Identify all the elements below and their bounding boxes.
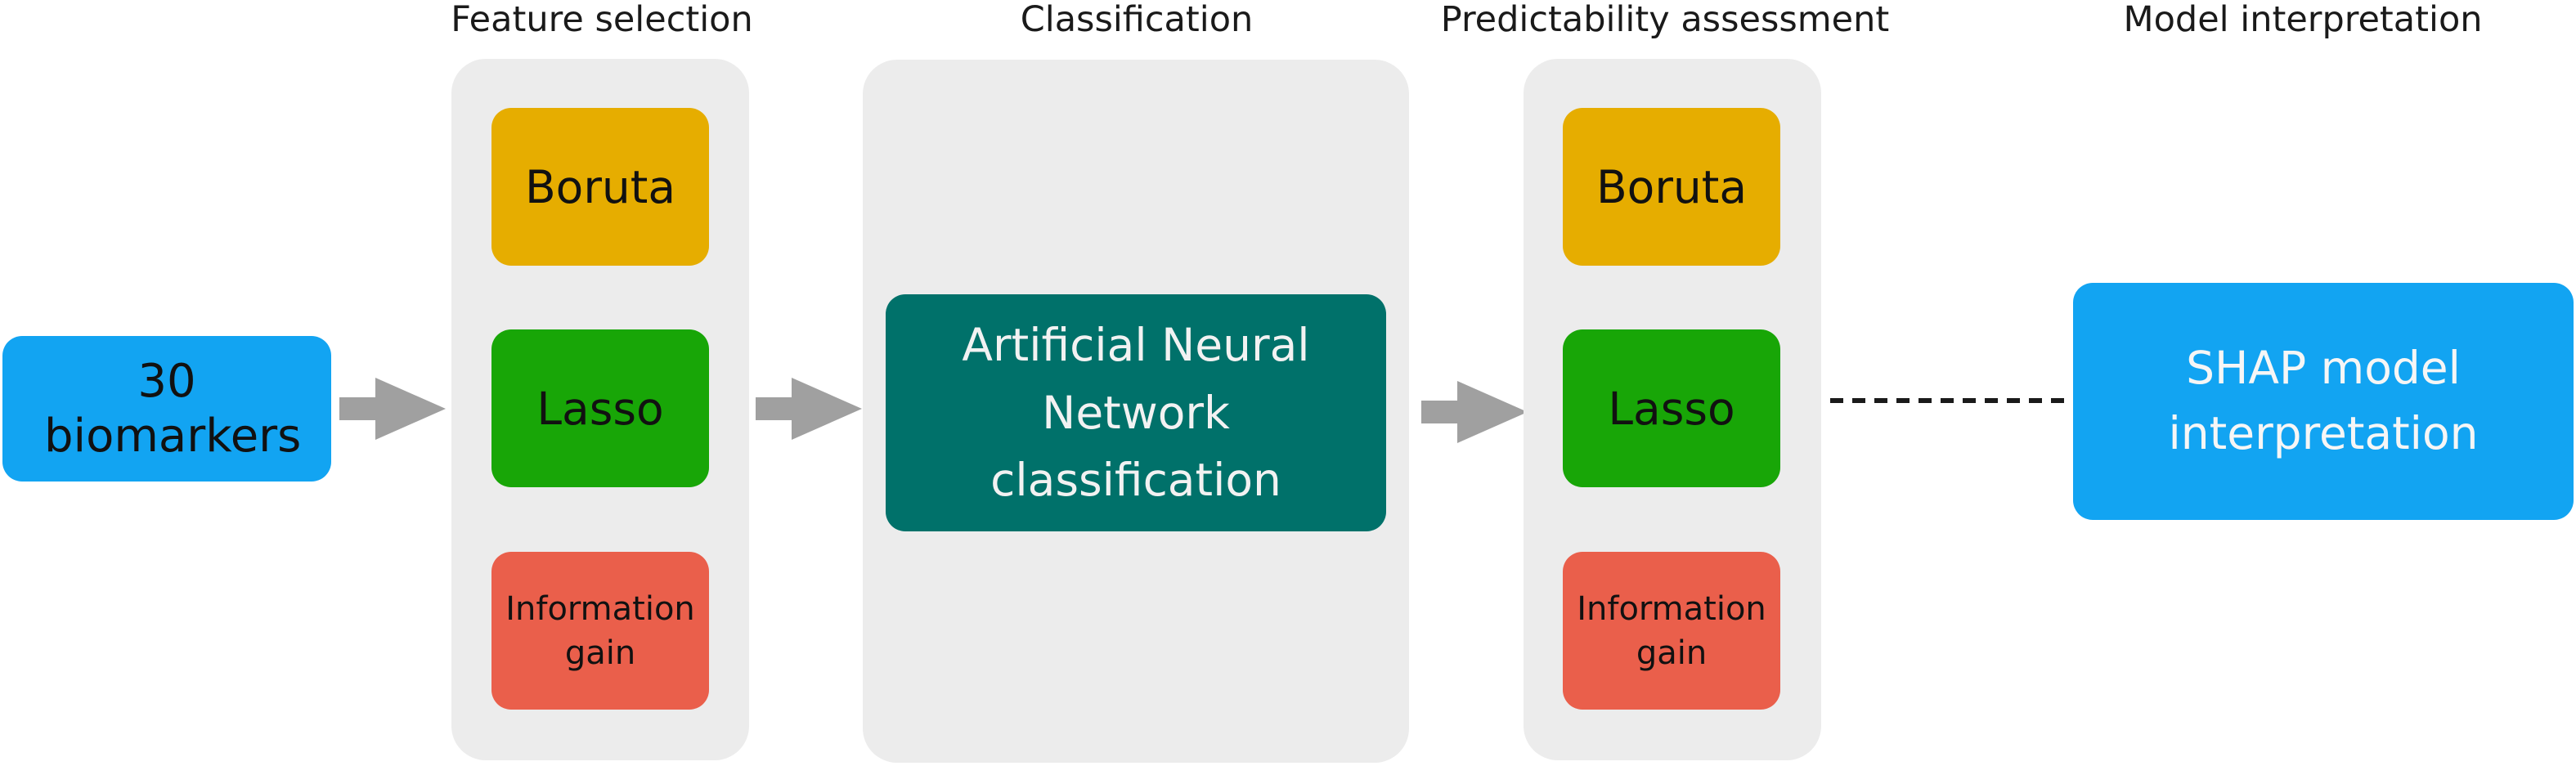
stage-title-classification: Classification (1020, 0, 1254, 40)
shap-interpretation-box: SHAP model interpretation (2073, 283, 2574, 520)
feature-selection-information-gain-label: Information gain (505, 589, 695, 672)
right-arrow-icon (339, 378, 446, 440)
ann-classification-label: Artificial Neural Network classification (962, 319, 1310, 507)
stage-title-predictability-assessment: Predictability assessment (1440, 0, 1890, 40)
feature-selection-information-gain-box: Information gain (491, 552, 709, 710)
feature-selection-boruta-box: Boruta (491, 108, 709, 266)
shap-interpretation-label: SHAP model interpretation (2168, 342, 2479, 459)
feature-selection-lasso-box: Lasso (491, 329, 709, 487)
input-biomarkers-label: 30 biomarkers (44, 354, 302, 463)
feature-selection-boruta-label: Boruta (524, 160, 676, 213)
stage-title-model-interpretation: Model interpretation (2123, 0, 2483, 40)
predictability-information-gain-label: Information gain (1577, 589, 1766, 672)
predictability-lasso-label: Lasso (1608, 382, 1735, 435)
feature-selection-lasso-label: Lasso (536, 382, 664, 435)
right-arrow-icon (756, 378, 862, 440)
ann-classification-box: Artificial Neural Network classification (886, 294, 1386, 531)
predictability-boruta-label: Boruta (1595, 160, 1748, 213)
right-arrow-icon (1421, 381, 1528, 443)
dashed-connector (1830, 398, 2069, 403)
input-biomarkers-box: 30 biomarkers (2, 336, 331, 482)
stage-title-feature-selection: Feature selection (451, 0, 753, 40)
predictability-lasso-box: Lasso (1563, 329, 1780, 487)
predictability-information-gain-box: Information gain (1563, 552, 1780, 710)
predictability-boruta-box: Boruta (1563, 108, 1780, 266)
